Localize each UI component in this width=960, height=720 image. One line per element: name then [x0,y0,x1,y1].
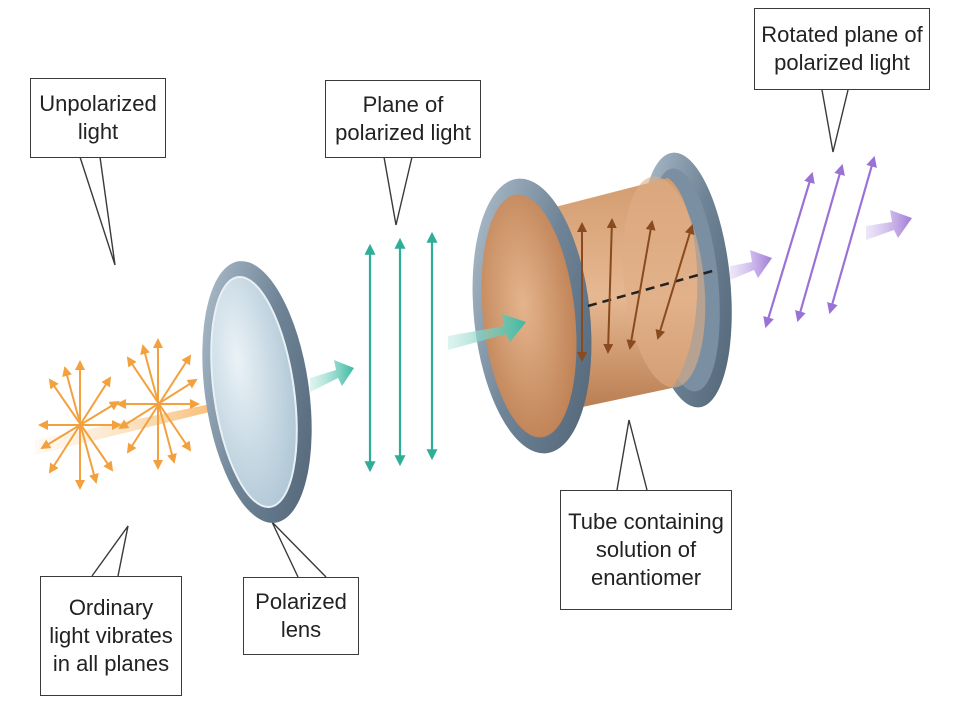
polarized-lens [202,261,312,523]
label-line: polarized light [774,50,910,75]
starburst-2 [116,338,200,470]
label-line: Unpolarized [39,91,157,116]
rotating-arrows [577,218,695,362]
polarized-arrows [364,231,438,473]
label-line: light vibrates [49,623,173,648]
polarized-beam-1 [310,360,354,392]
label-line: enantiomer [590,565,702,590]
label-line: Polarized [255,589,347,614]
label-line: Plane of [362,92,444,117]
label-line: Ordinary [68,595,154,620]
pointer-unpolarized [79,156,116,266]
label-rotated-plane: Rotated plane of polarized light [754,8,930,90]
label-line: in all planes [52,651,170,676]
rotated-beam-2 [866,210,912,240]
label-line: Tube containing [568,509,724,534]
label-line: Rotated plane of [761,22,923,47]
pointer-rotated [821,89,849,153]
label-line: light [77,119,119,144]
label-tube: Tube containing solution of enantiomer [560,490,732,610]
rotated-arrow-3 [827,155,877,315]
pointer-tube [616,419,648,491]
rotated-arrow-1 [763,171,815,329]
label-line: lens [280,617,322,642]
pointer-lens [271,521,327,578]
label-ordinary-light: Ordinary light vibrates in all planes [40,576,182,696]
sample-tube [472,152,732,454]
starburst-1 [38,360,122,490]
label-unpolarized-light: Unpolarized light [30,78,166,158]
pointer-ordinary [91,525,129,577]
rotated-beam-1 [730,250,772,280]
label-line: polarized light [335,120,471,145]
label-line: solution of [595,537,697,562]
rotated-arrows [763,155,877,329]
label-plane-of-polarized-light: Plane of polarized light [325,80,481,158]
pointer-plane [383,156,413,226]
polarized-beam-2 [448,314,526,350]
label-polarized-lens: Polarized lens [243,577,359,655]
